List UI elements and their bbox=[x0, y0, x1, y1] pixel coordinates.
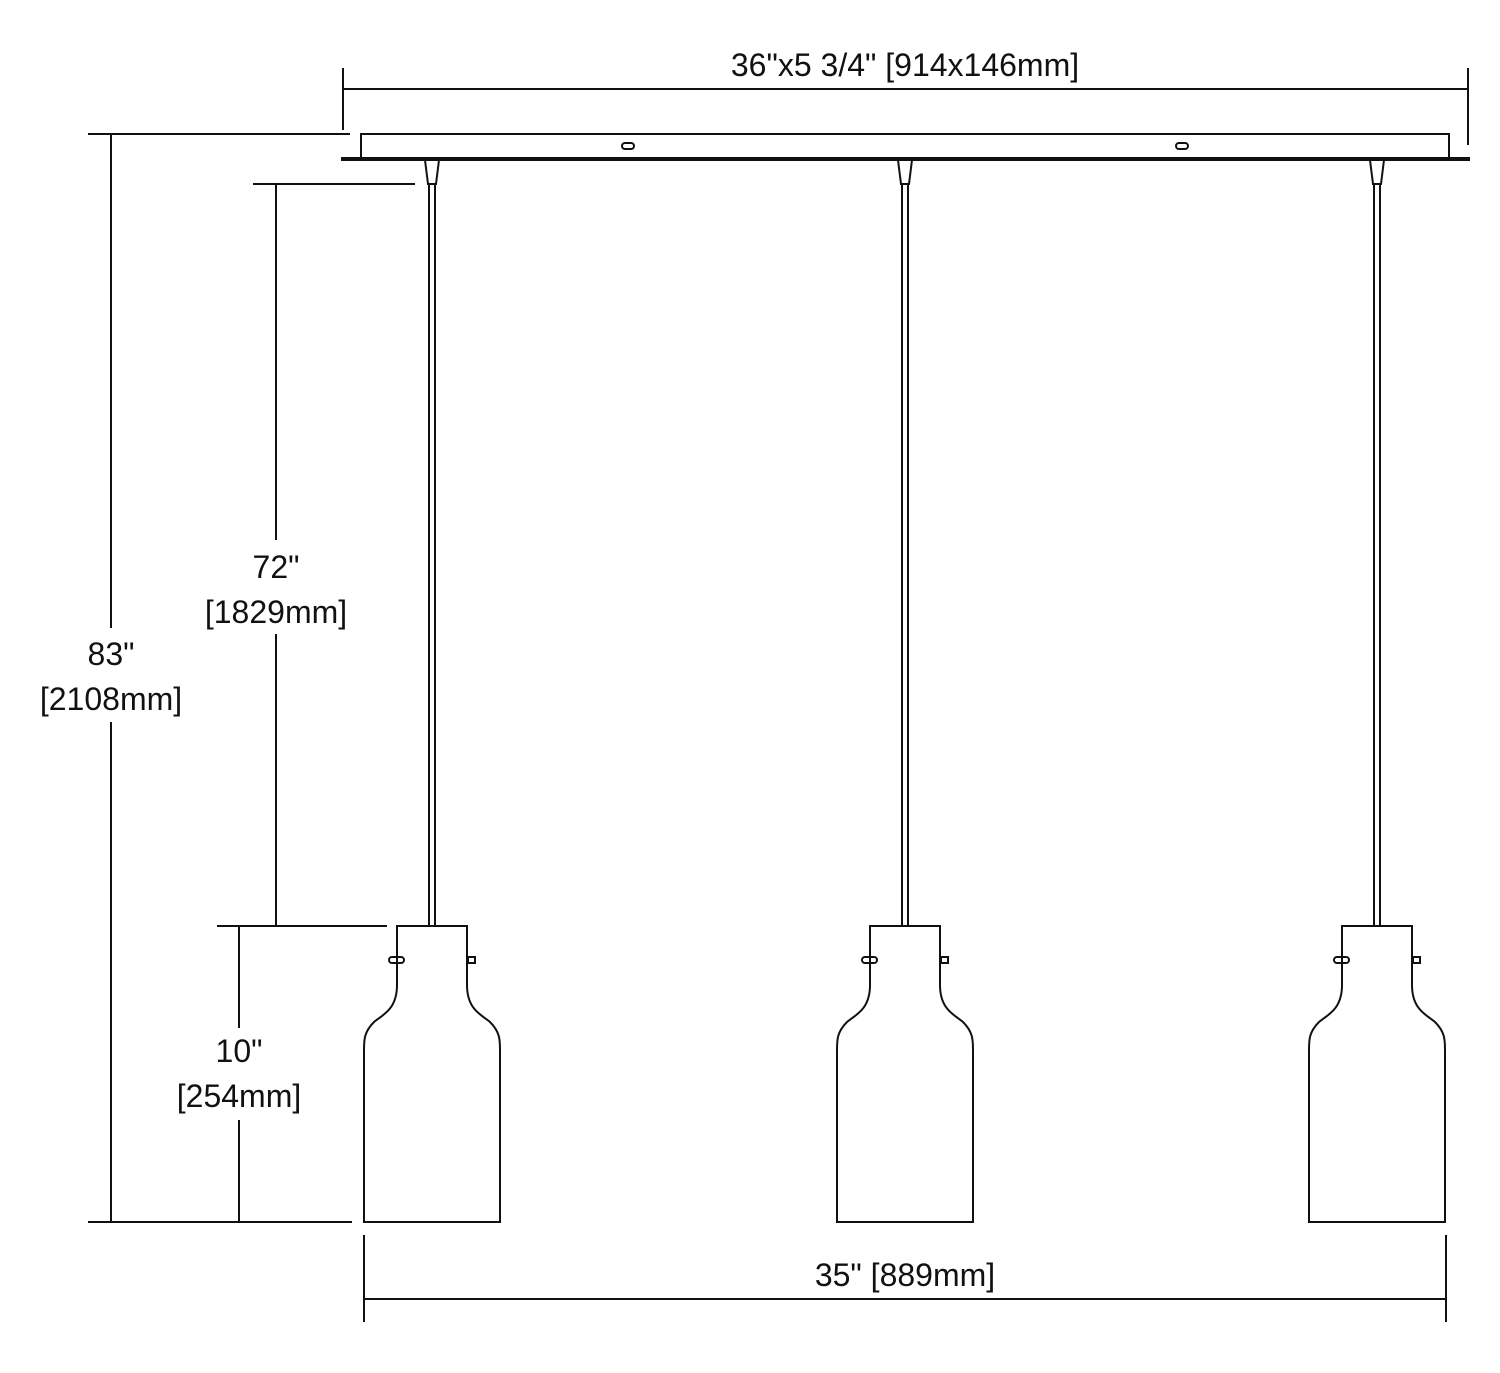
pendant-1 bbox=[363, 159, 501, 1223]
shade-height-line bbox=[217, 925, 270, 1222]
pendant-2 bbox=[836, 159, 974, 1223]
overall-height-imperial: 83" bbox=[88, 636, 135, 672]
overall-height-line bbox=[88, 133, 352, 1223]
canopy-dimension-label: 36"x5 3/4" [914x146mm] bbox=[731, 47, 1079, 83]
canopy-dimension-line bbox=[342, 68, 1469, 145]
cord-length-imperial: 72" bbox=[253, 549, 300, 585]
overall-height-metric: [2108mm] bbox=[40, 681, 182, 717]
cord-length-line bbox=[253, 183, 415, 927]
overall-width-line bbox=[363, 1235, 1447, 1322]
cord-length-metric: [1829mm] bbox=[205, 594, 347, 630]
shade-height-imperial: 10" bbox=[216, 1033, 263, 1069]
overall-width-label: 35" [889mm] bbox=[815, 1257, 995, 1293]
pendant-3 bbox=[1308, 159, 1446, 1223]
canopy bbox=[341, 133, 1470, 161]
shade-height-metric: [254mm] bbox=[177, 1078, 301, 1114]
